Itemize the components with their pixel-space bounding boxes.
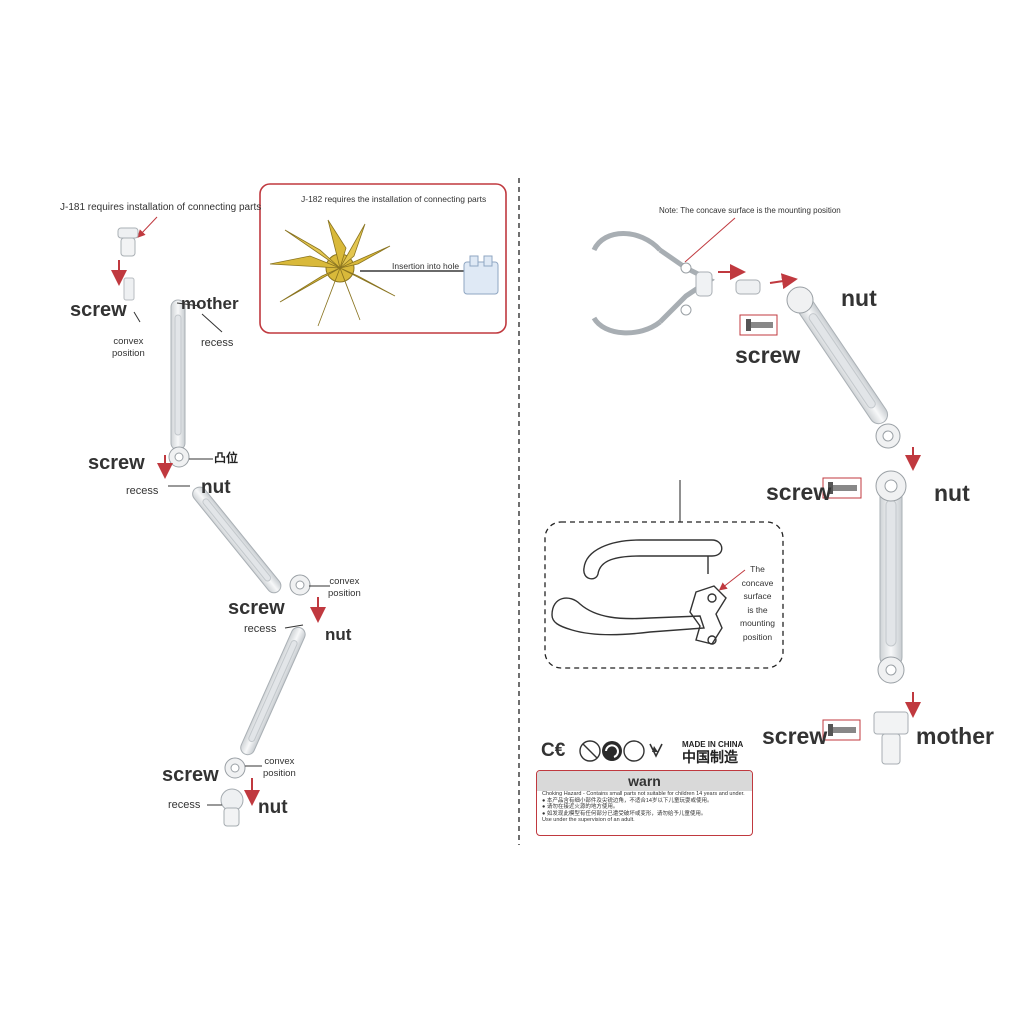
label-recess-1: recess: [201, 337, 234, 349]
label-screw-1: screw: [70, 299, 127, 321]
bottom-nut: [220, 788, 244, 827]
claw-stand: [591, 231, 715, 336]
right-rod-1: [796, 297, 889, 425]
note-leader: [684, 217, 736, 263]
label-convex-3: convex position: [263, 756, 296, 779]
label-convex-2: convex position: [328, 576, 361, 599]
label-recess-4: recess: [168, 799, 201, 811]
warning-box: warn Choking Hazard - Contains small par…: [536, 770, 753, 836]
warning-line-1: Choking Hazard - Contains small parts no…: [542, 791, 745, 797]
made-in-en: MADE IN CHINA: [682, 740, 744, 749]
right-rod-2: [875, 470, 907, 684]
clear-connector: [463, 255, 499, 295]
made-in-cn: 中国制造: [682, 749, 738, 765]
claw-part: [269, 219, 396, 327]
connector-part: [117, 227, 139, 301]
label-convex-cn: 凸位: [214, 451, 239, 465]
title-leader: [137, 216, 158, 238]
label-convex-1: convex position: [112, 336, 145, 359]
inset-box: [259, 183, 507, 334]
rod-3: [240, 626, 306, 756]
label-r-screw-1: screw: [735, 342, 801, 368]
label-screw-3: screw: [228, 597, 285, 619]
rod-1: [168, 299, 190, 468]
ce-mark-1: C€: [541, 740, 566, 761]
left-title: J-181 requires installation of connectin…: [60, 202, 262, 213]
screw-icon-3: [822, 719, 861, 741]
inset-title: J-182 requires the installation of conne…: [301, 194, 487, 204]
rod-2: [192, 486, 282, 594]
screw-icon-2: [822, 477, 862, 499]
mother-part: [873, 711, 909, 765]
warning-line-5: Use under the supervision of an adult.: [542, 817, 635, 824]
label-r-screw-2: screw: [766, 479, 832, 505]
label-screw-4: screw: [162, 764, 219, 786]
label-recess-2: recess: [126, 485, 159, 497]
detail-drawing: [551, 539, 727, 645]
detail-callout: The concave surface is the mounting posi…: [740, 564, 775, 642]
label-r-nut-2: nut: [934, 480, 970, 506]
label-r-screw-3: screw: [762, 723, 828, 749]
label-nut-3: nut: [258, 797, 288, 818]
inset-callout: Insertion into hole: [392, 261, 460, 271]
warning-title: warn: [537, 771, 752, 791]
label-recess-3: recess: [244, 623, 277, 635]
label-r-nut-1: nut: [841, 285, 877, 311]
warning-line-2: ● 本产品含有细小部件及尖锐边角，不适合14岁以下儿童玩耍或使用。: [542, 797, 713, 804]
detail-box: [544, 521, 784, 669]
label-r-mother: mother: [916, 723, 994, 749]
label-nut-1: nut: [201, 477, 231, 498]
warning-line-4: ● 如发现此模型有任何部分已遭受破坏或变形，请勿给予儿童使用。: [542, 810, 707, 817]
label-nut-2: nut: [325, 625, 352, 644]
cert-icons: [579, 740, 663, 762]
screw-icon-1: [739, 314, 778, 336]
warning-line-3: ● 请勿在接近火源的地方使用。: [542, 804, 619, 811]
label-mother: mother: [181, 294, 239, 313]
label-screw-2: screw: [88, 452, 145, 474]
right-note: Note: The concave surface is the mountin…: [659, 206, 841, 215]
